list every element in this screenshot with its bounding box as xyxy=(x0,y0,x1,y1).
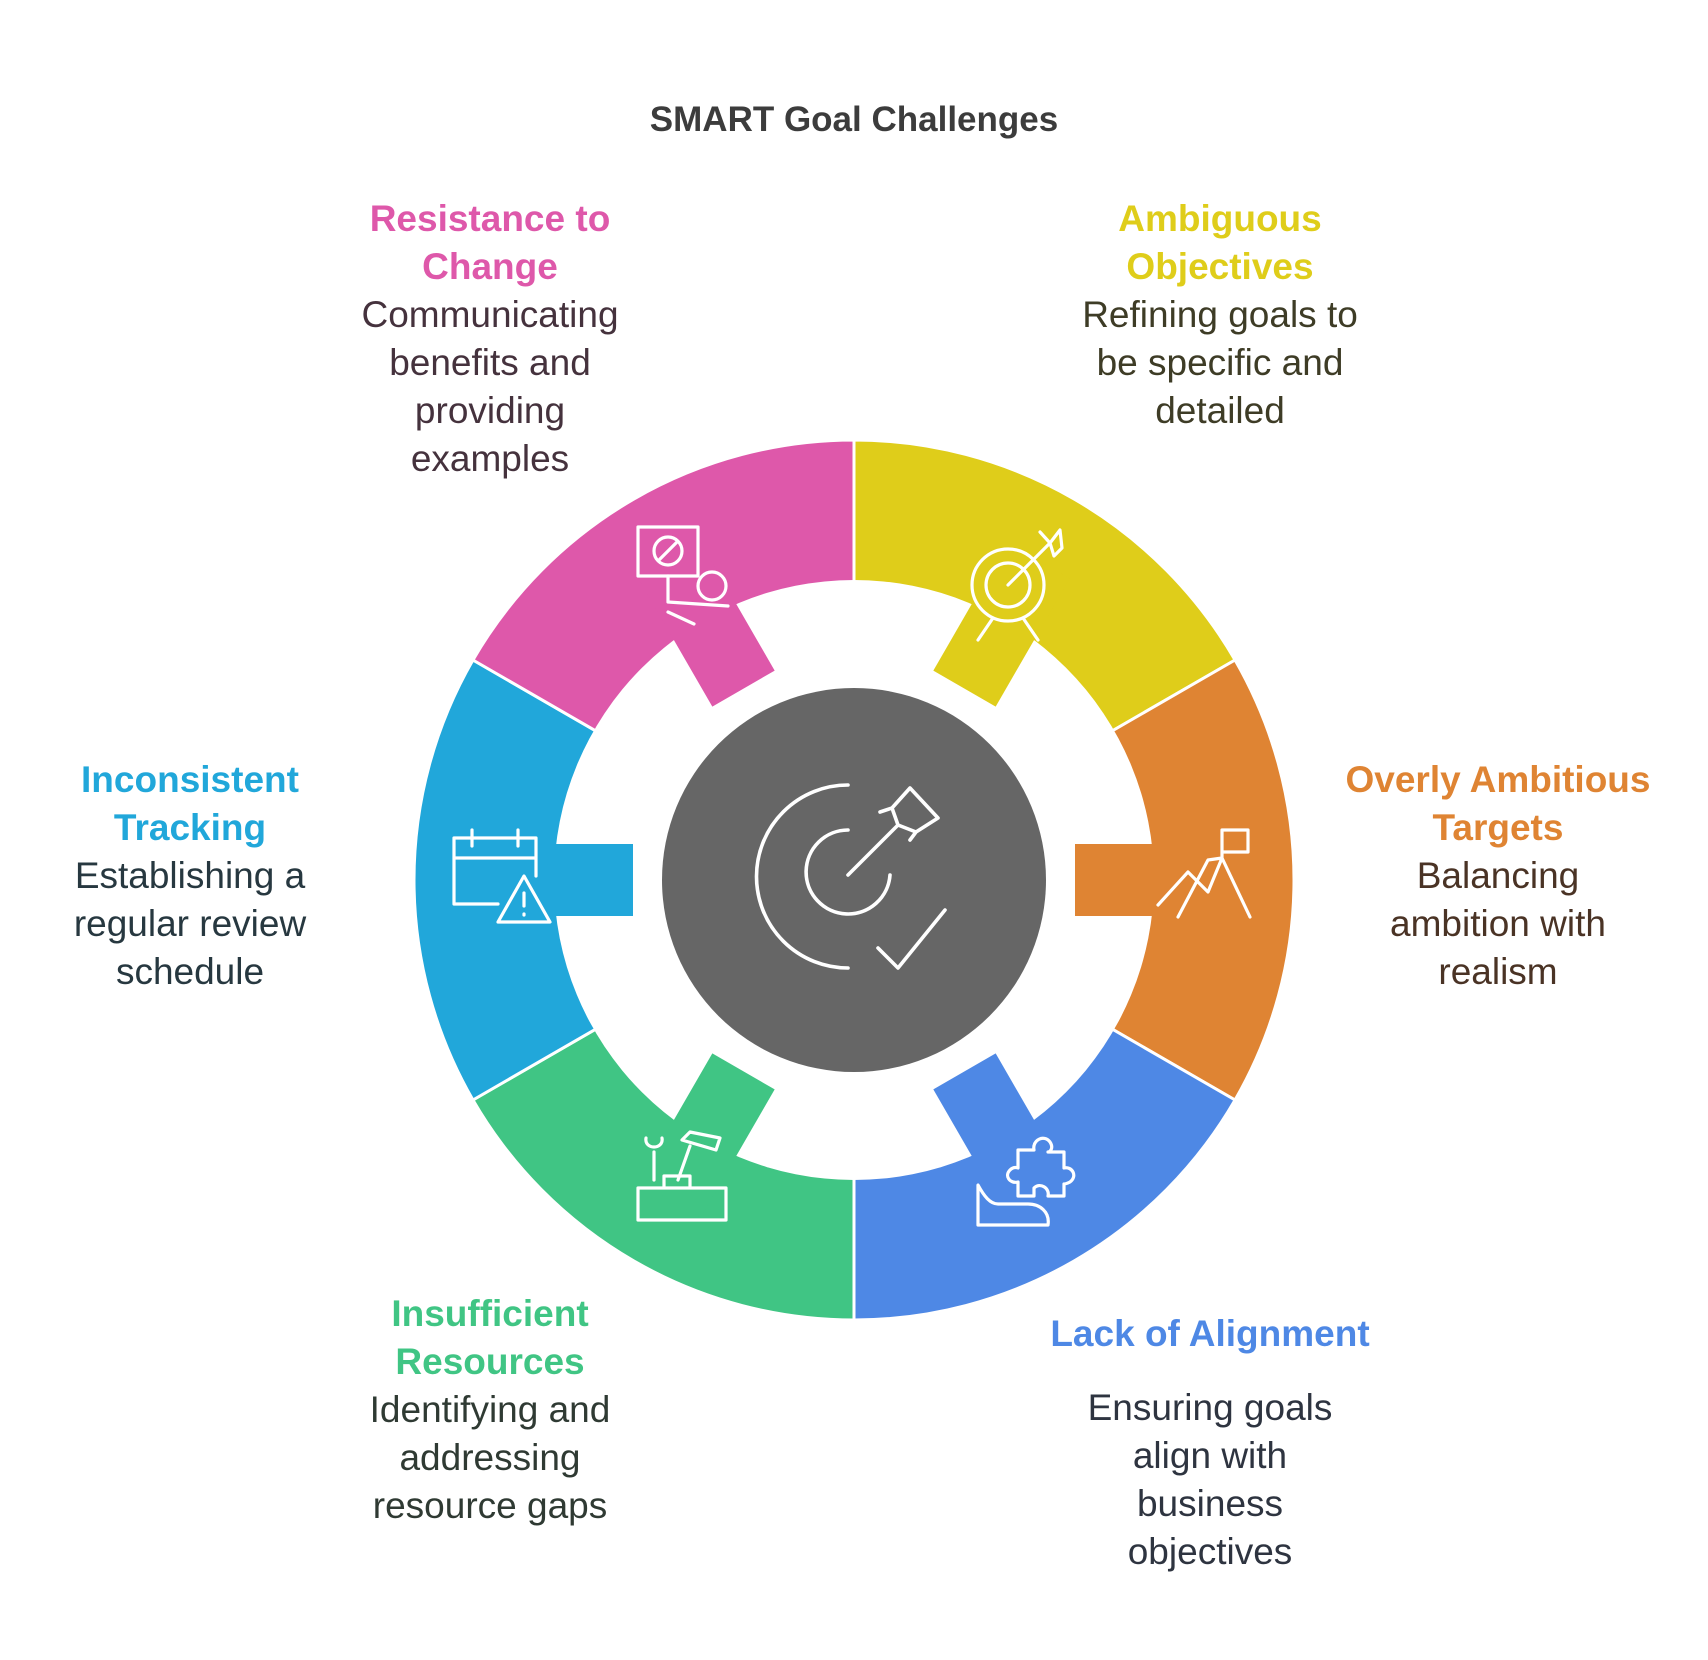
label-description-line: Communicating xyxy=(361,294,619,335)
toolbox-icon xyxy=(636,1130,728,1222)
segment-inconsistent-tracking xyxy=(412,657,857,1103)
label-description-line: resource gaps xyxy=(372,1485,608,1526)
label-description-line: detailed xyxy=(1155,390,1285,431)
connector-overly-ambitious xyxy=(1075,844,1223,916)
label-description-line: providing xyxy=(414,390,566,431)
label-description-line: addressing xyxy=(399,1437,581,1478)
label-description-line: align with xyxy=(1132,1435,1288,1476)
label-title-line: Overly Ambitious xyxy=(1345,759,1651,800)
label-description-line: Identifying and xyxy=(369,1389,611,1430)
label-description-line: be specific and xyxy=(1096,342,1344,383)
stop-sign-person-icon xyxy=(636,525,730,626)
target-arrow-check-icon xyxy=(754,783,947,970)
puzzle-hand-icon xyxy=(976,1136,1076,1227)
label-description-line: benefits and xyxy=(389,342,591,383)
center-hub xyxy=(662,688,1046,1072)
label-title-line: Inconsistent xyxy=(81,759,299,800)
label-title-line: Change xyxy=(422,246,558,287)
mountain-flag-icon xyxy=(1156,828,1252,919)
label-description-line: realism xyxy=(1438,951,1558,992)
target-arrow-icon xyxy=(970,528,1064,642)
label-description-line: business xyxy=(1136,1483,1284,1524)
label-title-line: Ambiguous xyxy=(1118,198,1322,239)
label-description-line: Refining goals to xyxy=(1082,294,1358,335)
label-description-line: Balancing xyxy=(1416,855,1580,896)
label-title-line: Tracking xyxy=(113,807,267,848)
label-description-line: examples xyxy=(410,438,570,479)
label-title-line: Targets xyxy=(1432,807,1564,848)
connector-lack-of-alignment xyxy=(933,1053,1070,1218)
label-description-line: schedule xyxy=(115,951,265,992)
label-title-line: Insufficient xyxy=(391,1293,589,1334)
label-description-line: Ensuring goals xyxy=(1087,1387,1333,1428)
calendar-warning-icon xyxy=(452,828,552,924)
label-title-line: Objectives xyxy=(1126,246,1314,287)
label-description-line: regular review xyxy=(73,903,307,944)
diagram-title: SMART Goal Challenges xyxy=(649,100,1059,139)
label-title-line: Lack of Alignment xyxy=(1050,1313,1370,1354)
connector-inconsistent-tracking xyxy=(485,844,633,916)
label-description-line: ambition with xyxy=(1390,903,1606,944)
label-description-line: objectives xyxy=(1127,1531,1293,1572)
connector-resistance-to-change xyxy=(638,542,775,707)
label-title-line: Resistance to xyxy=(369,198,611,239)
segment-overly-ambitious xyxy=(851,657,1296,1103)
label-title-line: Resources xyxy=(395,1341,585,1382)
label-description-line: Establishing a xyxy=(74,855,306,896)
connector-ambiguous xyxy=(933,542,1070,707)
